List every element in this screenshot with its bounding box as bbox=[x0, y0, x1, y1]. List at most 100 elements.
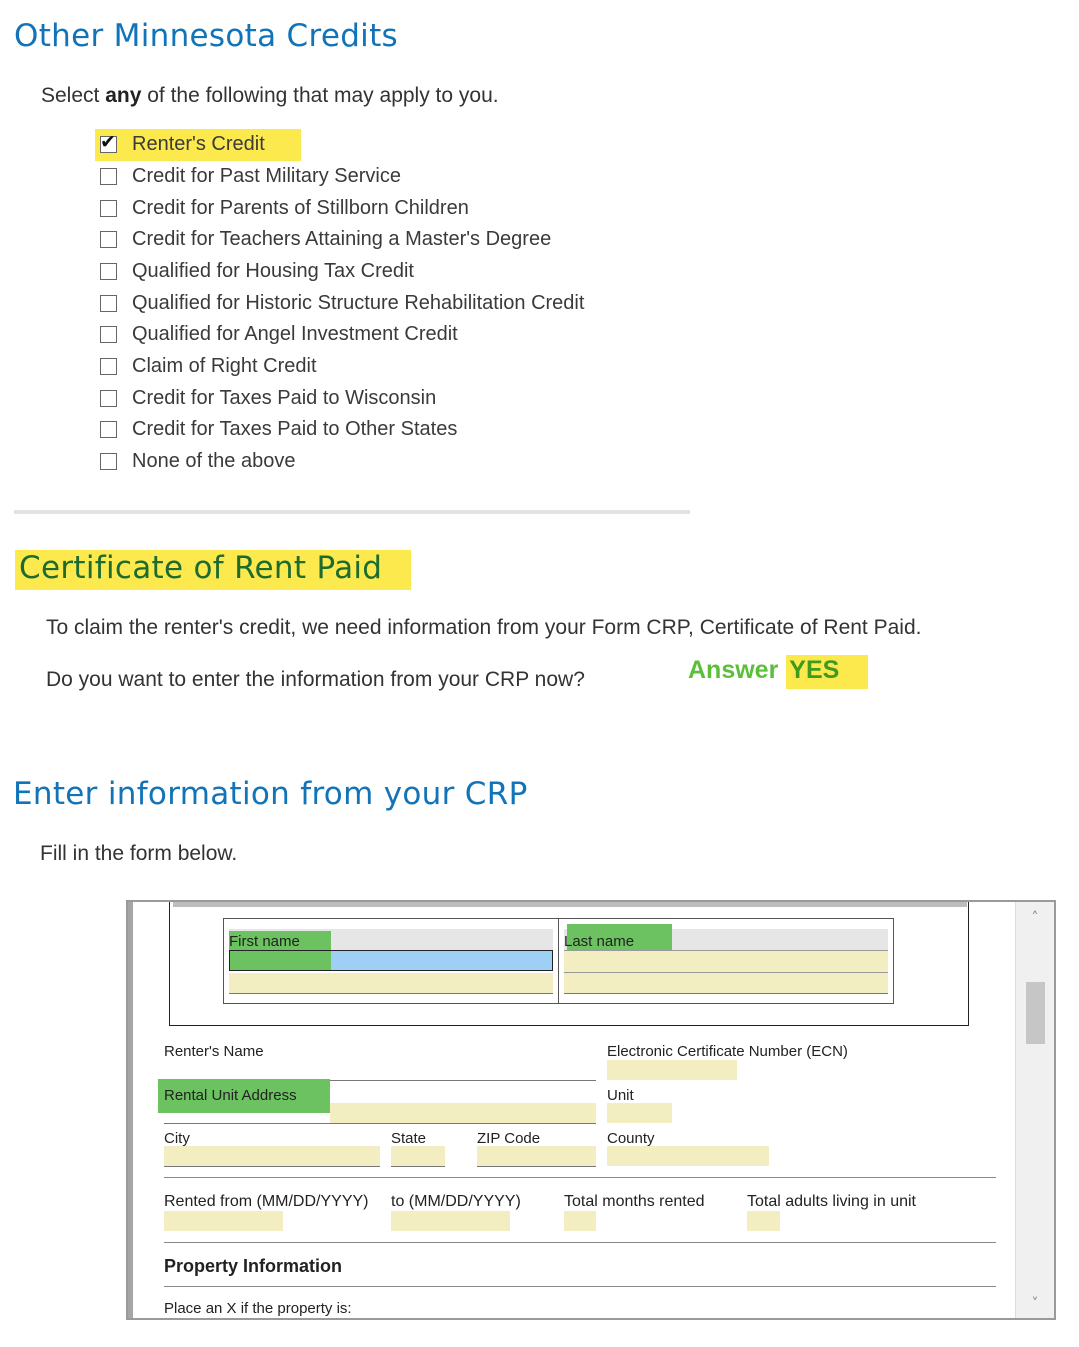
checkbox-icon[interactable] bbox=[100, 357, 117, 375]
answer-annotation: Answer YES bbox=[688, 656, 839, 685]
total-adults-label: Total adults living in unit bbox=[747, 1193, 916, 1210]
unit-label: Unit bbox=[607, 1087, 634, 1104]
credit-option-label: Renter's Credit bbox=[132, 132, 265, 155]
rental-address-underline bbox=[164, 1123, 596, 1124]
state-underline bbox=[391, 1166, 445, 1167]
checkbox-icon[interactable] bbox=[100, 199, 117, 217]
certificate-of-rent-paid-title: Certificate of Rent Paid bbox=[19, 550, 383, 586]
credit-option[interactable]: Renter's Credit bbox=[100, 130, 265, 158]
last-name-underline bbox=[564, 993, 888, 994]
credit-option[interactable]: Qualified for Angel Investment Credit bbox=[100, 320, 458, 348]
section-divider bbox=[14, 510, 690, 514]
crp-explanation: To claim the renter's credit, we need in… bbox=[46, 616, 922, 639]
credit-option[interactable]: None of the above bbox=[100, 447, 295, 475]
last-name-line2[interactable] bbox=[564, 973, 888, 993]
first-name-underline bbox=[229, 993, 553, 994]
dates-section-rule bbox=[164, 1242, 996, 1243]
checkbox-checked-icon[interactable] bbox=[100, 131, 117, 153]
credit-option-label: Qualified for Historic Structure Rehabil… bbox=[132, 291, 585, 314]
place-x-label: Place an X if the property is: bbox=[164, 1300, 352, 1317]
credit-option[interactable]: Credit for Parents of Stillborn Children bbox=[100, 194, 469, 222]
ecn-label: Electronic Certificate Number (ECN) bbox=[607, 1043, 848, 1060]
zip-code-input[interactable] bbox=[477, 1146, 596, 1166]
crp-form-page: First name Last name Renter's Name Elect… bbox=[128, 902, 1014, 1318]
last-name-mid-rule bbox=[564, 972, 888, 973]
select-prompt-before: Select bbox=[41, 84, 106, 107]
credit-option[interactable]: Credit for Past Military Service bbox=[100, 162, 401, 190]
renters-name-underline bbox=[164, 1080, 596, 1081]
checkbox-icon[interactable] bbox=[100, 167, 117, 185]
checkbox-icon[interactable] bbox=[100, 420, 117, 438]
page-top-edge bbox=[173, 902, 967, 907]
credit-option[interactable]: Qualified for Housing Tax Credit bbox=[100, 257, 414, 285]
address-section-rule bbox=[164, 1177, 996, 1178]
last-name-input[interactable] bbox=[564, 951, 888, 972]
city-input[interactable] bbox=[164, 1146, 380, 1166]
select-prompt: Select any of the following that may app… bbox=[41, 84, 499, 108]
crp-title-highlight bbox=[15, 550, 411, 590]
crp-question: Do you want to enter the information fro… bbox=[46, 668, 585, 691]
credit-option-label: Credit for Past Military Service bbox=[132, 164, 401, 187]
rental-address-label-highlight bbox=[158, 1079, 330, 1113]
credit-option-label: Credit for Taxes Paid to Wisconsin bbox=[132, 386, 437, 409]
first-name-input-highlight bbox=[230, 951, 331, 970]
checkbox-icon[interactable] bbox=[100, 325, 117, 343]
select-prompt-bold: any bbox=[105, 84, 142, 107]
credit-option[interactable]: Credit for Taxes Paid to Other States bbox=[100, 415, 457, 443]
city-label: City bbox=[164, 1130, 190, 1147]
scroll-thumb[interactable] bbox=[1026, 982, 1045, 1044]
checkbox-icon[interactable] bbox=[100, 262, 117, 280]
last-name-rule bbox=[564, 950, 888, 951]
enter-crp-info-title: Enter information from your CRP bbox=[13, 776, 528, 812]
credit-option[interactable]: Claim of Right Credit bbox=[100, 352, 317, 380]
select-prompt-after: of the following that may apply to you. bbox=[141, 84, 499, 107]
fill-form-instruction: Fill in the form below. bbox=[40, 842, 238, 865]
total-adults-input[interactable] bbox=[747, 1211, 780, 1231]
credit-option-label: Qualified for Angel Investment Credit bbox=[132, 322, 458, 345]
credit-option[interactable]: Credit for Teachers Attaining a Master's… bbox=[100, 225, 551, 253]
rental-unit-address-label: Rental Unit Address bbox=[164, 1087, 297, 1104]
credit-option[interactable]: Credit for Taxes Paid to Wisconsin bbox=[100, 384, 436, 412]
renters-name-label: Renter's Name bbox=[164, 1043, 264, 1060]
crp-form-viewer: First name Last name Renter's Name Elect… bbox=[126, 900, 1056, 1320]
total-months-input[interactable] bbox=[564, 1211, 596, 1231]
checkbox-icon[interactable] bbox=[100, 294, 117, 312]
checkbox-icon[interactable] bbox=[100, 389, 117, 407]
form-scrollbar[interactable]: ˄ ˅ bbox=[1015, 902, 1054, 1318]
property-information-heading: Property Information bbox=[164, 1256, 343, 1276]
answer-prefix: Answer bbox=[688, 656, 779, 684]
renters-credit-highlight bbox=[95, 129, 301, 161]
rented-to-input[interactable] bbox=[391, 1211, 510, 1231]
checkbox-icon[interactable] bbox=[100, 452, 117, 470]
county-label: County bbox=[607, 1130, 655, 1147]
rented-to-label: to (MM/DD/YYYY) bbox=[391, 1193, 521, 1210]
credit-option-label: Credit for Teachers Attaining a Master's… bbox=[132, 227, 552, 250]
credit-option-label: Claim of Right Credit bbox=[132, 354, 317, 377]
county-input[interactable] bbox=[607, 1146, 769, 1166]
ecn-input[interactable] bbox=[607, 1060, 737, 1080]
last-name-label: Last name bbox=[564, 933, 635, 950]
credit-option-label: None of the above bbox=[132, 449, 296, 472]
unit-input[interactable] bbox=[607, 1103, 672, 1123]
scroll-down-icon[interactable]: ˅ bbox=[1031, 1296, 1039, 1312]
credit-option-label: Credit for Parents of Stillborn Children bbox=[132, 196, 469, 219]
answer-yes: YES bbox=[789, 656, 840, 684]
checkbox-icon[interactable] bbox=[100, 230, 117, 248]
credit-option-label: Credit for Taxes Paid to Other States bbox=[132, 417, 458, 440]
credit-option-label: Qualified for Housing Tax Credit bbox=[132, 259, 414, 282]
property-section-rule bbox=[164, 1286, 996, 1287]
credit-option[interactable]: Qualified for Historic Structure Rehabil… bbox=[100, 289, 584, 317]
other-minnesota-credits-title: Other Minnesota Credits bbox=[14, 18, 399, 54]
rented-from-input[interactable] bbox=[164, 1211, 283, 1231]
scroll-up-icon[interactable]: ˄ bbox=[1031, 910, 1039, 926]
zip-code-label: ZIP Code bbox=[477, 1130, 541, 1147]
state-label: State bbox=[391, 1130, 427, 1147]
city-underline bbox=[164, 1166, 380, 1167]
first-name-line2[interactable] bbox=[229, 973, 553, 993]
total-months-label: Total months rented bbox=[564, 1193, 705, 1210]
name-table-divider bbox=[558, 918, 559, 1004]
state-input[interactable] bbox=[391, 1146, 445, 1166]
rented-from-label: Rented from (MM/DD/YYYY) bbox=[164, 1193, 369, 1210]
last-name-label-highlight bbox=[567, 924, 672, 950]
rental-unit-address-input[interactable] bbox=[330, 1103, 596, 1123]
